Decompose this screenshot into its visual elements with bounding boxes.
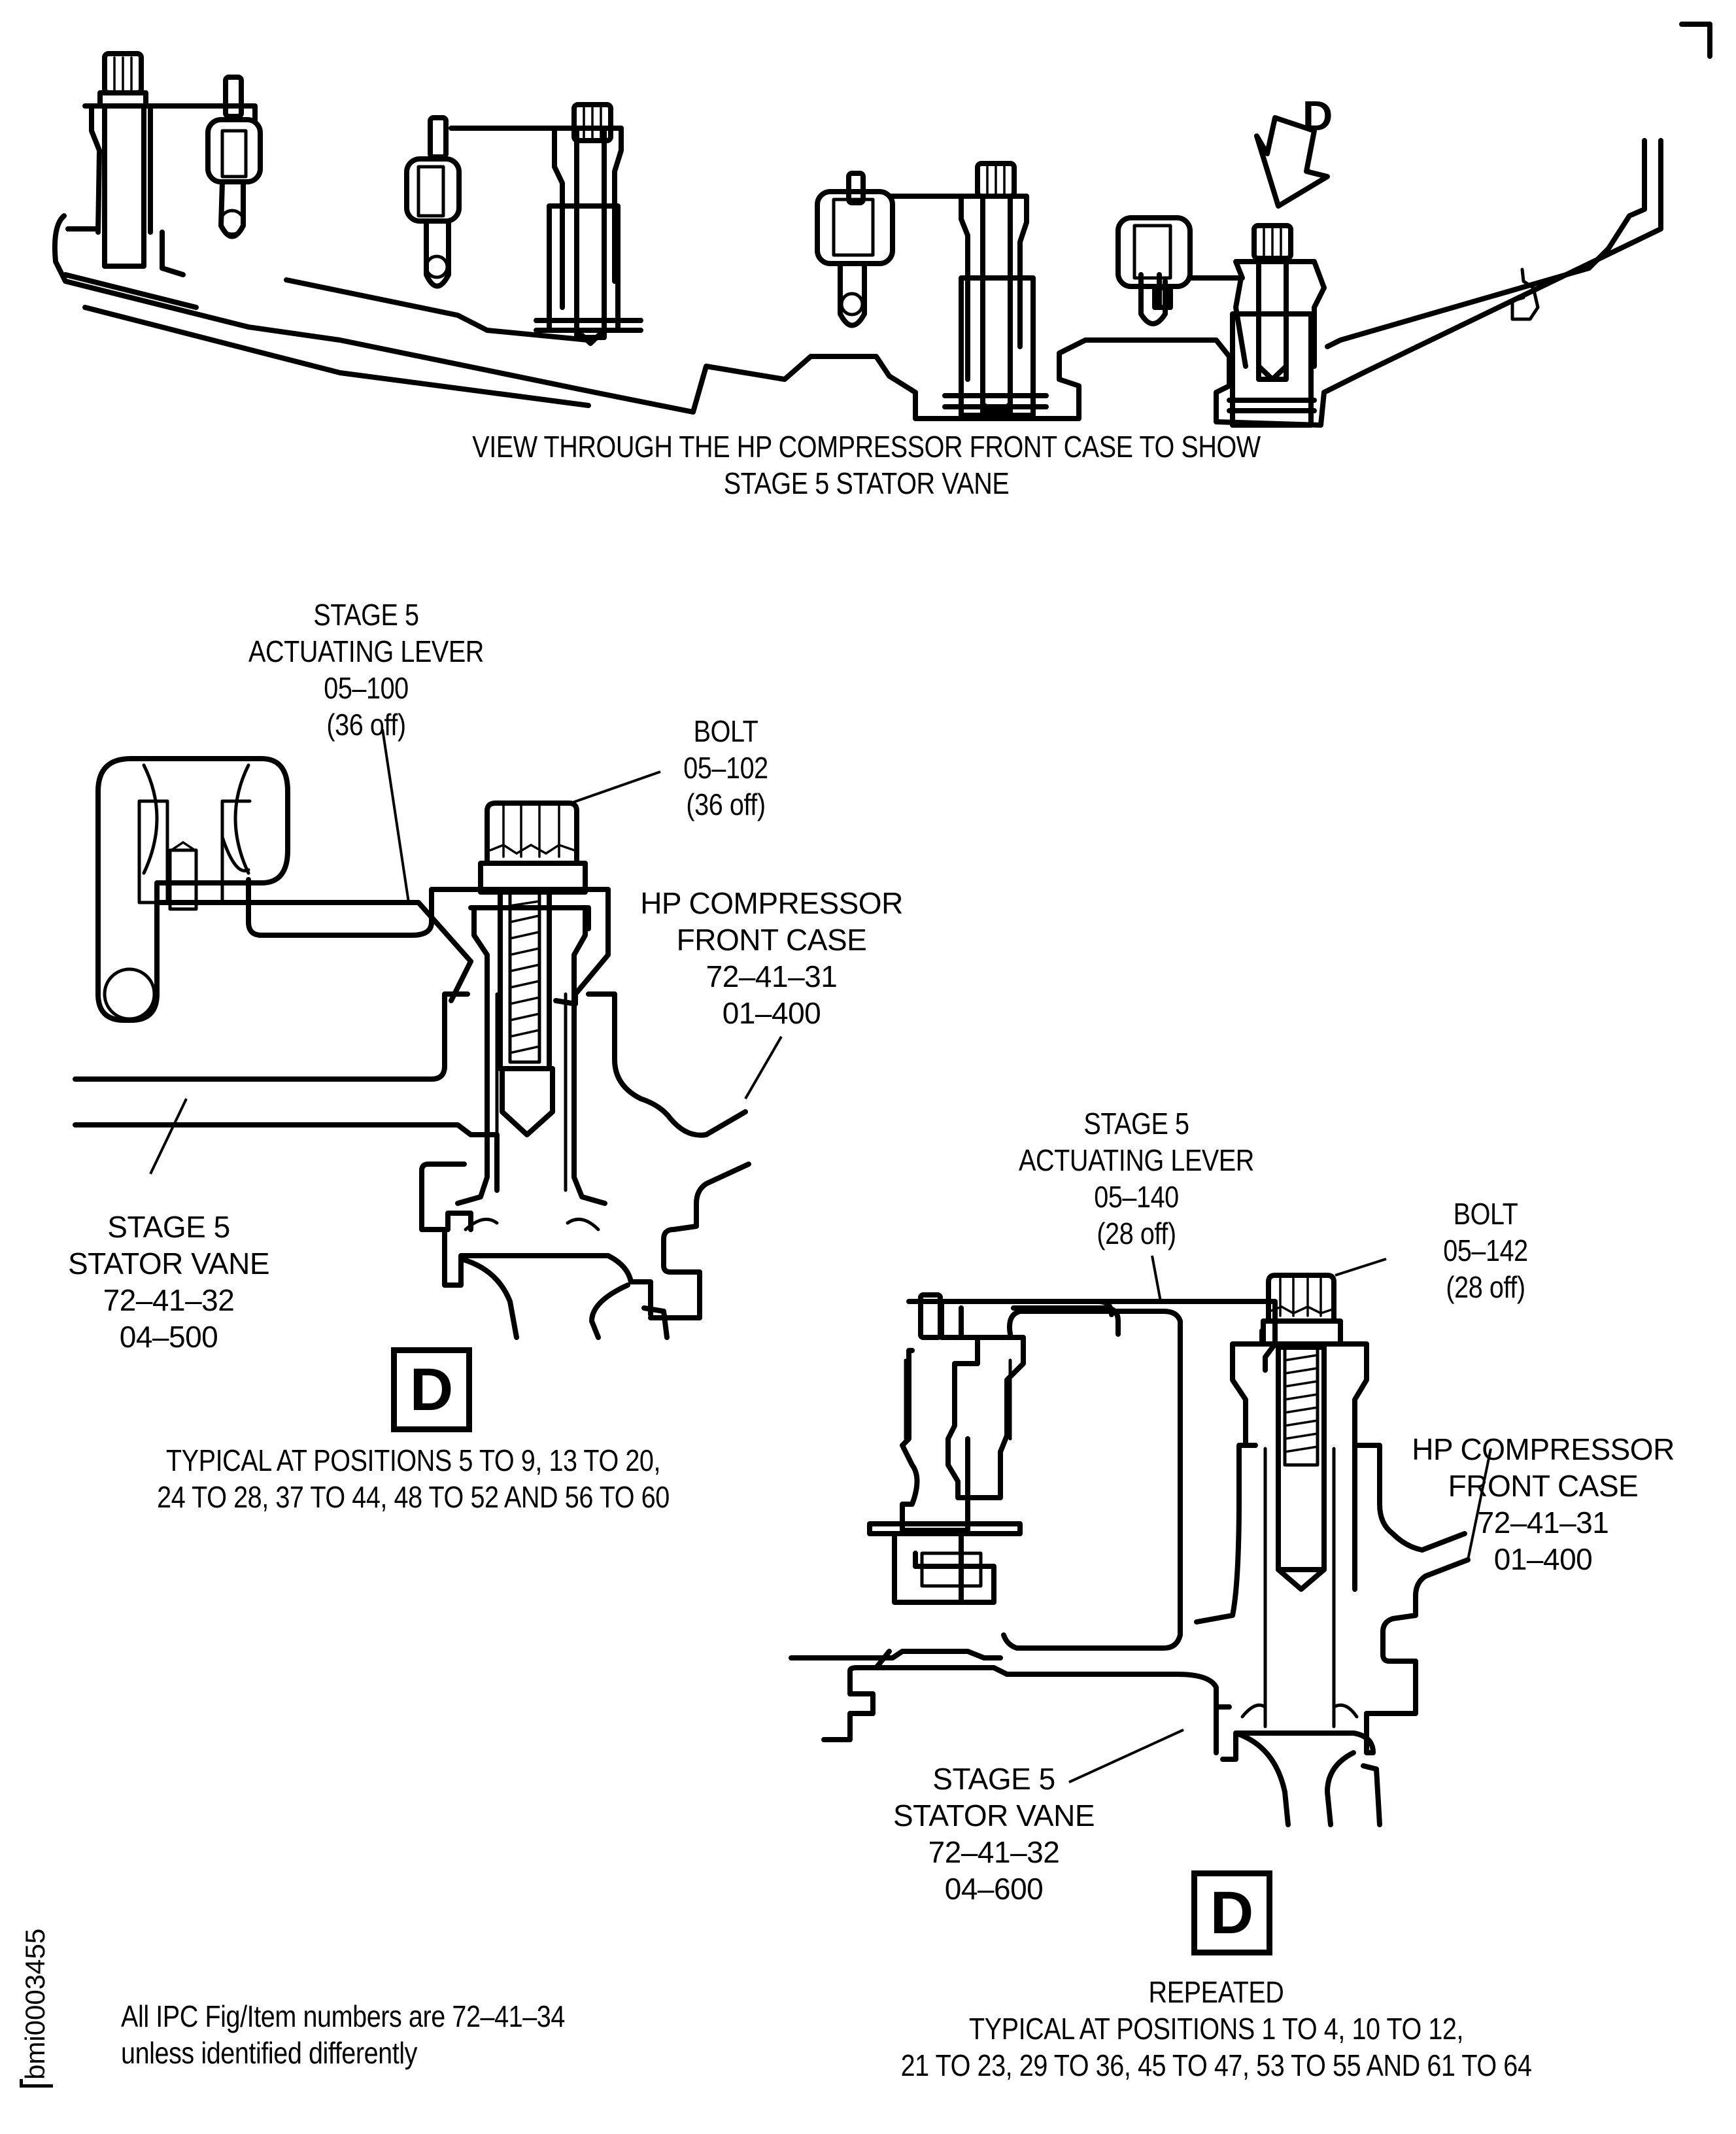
leader-d1-bolt — [570, 770, 661, 804]
overview-caption: VIEW THROUGH THE HP COMPRESSOR FRONT CAS… — [472, 428, 1261, 502]
d1-case-chapter: 72–41–31 — [706, 959, 838, 993]
overview-casing — [52, 138, 1663, 428]
d2-bolt-item: 05–142 — [1443, 1233, 1528, 1267]
d1-lever-qty: (36 off) — [326, 708, 406, 742]
crop-mark — [1679, 22, 1712, 59]
d1-vane-name-1: STAGE 5 — [107, 1210, 230, 1244]
d2-case-chapter: 72–41–31 — [1477, 1506, 1609, 1540]
d2-vane-name-2: STATOR VANE — [893, 1798, 1095, 1833]
d1-lever-label: STAGE 5 ACTUATING LEVER 05–100 (36 off) — [248, 596, 484, 743]
d2-lever-name-1: STAGE 5 — [1083, 1107, 1189, 1141]
d2-lever-name-2: ACTUATING LEVER — [1019, 1143, 1254, 1177]
ipc-note: All IPC Fig/Item numbers are 72–41–34 un… — [121, 1998, 565, 2071]
d1-vane-label: STAGE 5 STATOR VANE 72–41–32 04–500 — [67, 1209, 270, 1355]
d1-vane-chapter: 72–41–32 — [103, 1283, 235, 1317]
d1-vane-name-2: STATOR VANE — [67, 1247, 270, 1281]
d2-bolt-label: BOLT 05–142 (28 off) — [1443, 1196, 1528, 1305]
d2-vane-chapter: 72–41–32 — [928, 1835, 1060, 1869]
d2-vane-item: 04–600 — [944, 1872, 1044, 1906]
d1-bolt-name: BOLT — [693, 714, 758, 748]
d1-case-label: HP COMPRESSOR FRONT CASE 72–41–31 01–400 — [640, 885, 903, 1031]
d2-lever-label: STAGE 5 ACTUATING LEVER 05–140 (28 off) — [1019, 1105, 1254, 1252]
d1-lever-item: 05–100 — [324, 671, 409, 705]
ipc-note-line-1: All IPC Fig/Item numbers are 72–41–34 — [121, 1999, 565, 2033]
d2-view-label-box: D — [1191, 1870, 1272, 1955]
detail-2-drawing — [789, 1273, 1471, 1827]
d2-case-label: HP COMPRESSOR FRONT CASE 72–41–31 01–400 — [1412, 1431, 1675, 1577]
d2-caption-line-3: 21 TO 23, 29 TO 36, 45 TO 47, 53 TO 55 A… — [900, 2048, 1532, 2082]
view-d-pointer-label: D — [1302, 92, 1333, 139]
leader-d2-vane — [1068, 1729, 1184, 1783]
leader-d1-vane — [149, 1098, 188, 1175]
overview-station-3 — [815, 161, 1049, 418]
leader-d2-lever — [1151, 1255, 1162, 1302]
overview-caption-line-1: VIEW THROUGH THE HP COMPRESSOR FRONT CAS… — [472, 430, 1261, 464]
d2-bolt-qty: (28 off) — [1446, 1270, 1525, 1304]
d1-case-item: 01–400 — [722, 996, 821, 1030]
d1-case-name-2: FRONT CASE — [676, 923, 867, 957]
d1-view-label-box: D — [391, 1347, 472, 1432]
d1-bolt-label: BOLT 05–102 (36 off) — [683, 713, 768, 823]
d2-case-item: 01–400 — [1493, 1542, 1593, 1576]
d1-caption-line-2: 24 TO 28, 37 TO 44, 48 TO 52 AND 56 TO 6… — [157, 1480, 670, 1514]
leader-d1-lever — [381, 729, 410, 903]
d2-vane-label: STAGE 5 STATOR VANE 72–41–32 04–600 — [893, 1761, 1095, 1907]
d2-caption-line-1: REPEATED — [1148, 1975, 1284, 2009]
d1-caption-line-1: TYPICAL AT POSITIONS 5 TO 9, 13 TO 20, — [165, 1443, 661, 1477]
d1-case-name-1: HP COMPRESSOR — [640, 886, 903, 920]
d2-case-name-2: FRONT CASE — [1448, 1469, 1639, 1503]
detail-1-drawing — [73, 756, 751, 1340]
ipc-note-line-2: unless identified differently — [121, 2036, 418, 2070]
overview-caption-line-2: STAGE 5 STATOR VANE — [723, 466, 1010, 500]
overview-station-2 — [404, 102, 643, 346]
overview-station-1 — [65, 51, 263, 277]
d1-vane-item: 04–500 — [119, 1320, 218, 1354]
d2-vane-name-1: STAGE 5 — [932, 1762, 1055, 1796]
d2-caption: REPEATED TYPICAL AT POSITIONS 1 TO 4, 10… — [901, 1974, 1532, 2084]
d1-caption: TYPICAL AT POSITIONS 5 TO 9, 13 TO 20, 2… — [157, 1442, 670, 1515]
d2-case-name-1: HP COMPRESSOR — [1412, 1432, 1675, 1466]
d1-bolt-qty: (36 off) — [686, 787, 766, 821]
d2-bolt-name: BOLT — [1453, 1197, 1518, 1231]
leader-d2-bolt — [1335, 1258, 1387, 1277]
d2-caption-line-2: TYPICAL AT POSITIONS 1 TO 4, 10 TO 12, — [968, 2012, 1464, 2046]
overview-station-4 — [1115, 215, 1327, 428]
d2-lever-qty: (28 off) — [1097, 1216, 1176, 1250]
d1-lever-name-1: STAGE 5 — [313, 598, 419, 632]
figure-id: bmi0003455 — [20, 1928, 50, 2080]
d1-lever-name-2: ACTUATING LEVER — [248, 634, 484, 668]
leader-d1-case — [744, 1035, 783, 1100]
view-d-arrow — [1254, 115, 1330, 209]
d1-bolt-item: 05–102 — [683, 751, 768, 785]
d2-lever-item: 05–140 — [1094, 1180, 1179, 1214]
leader-d2-case — [1467, 1448, 1492, 1560]
